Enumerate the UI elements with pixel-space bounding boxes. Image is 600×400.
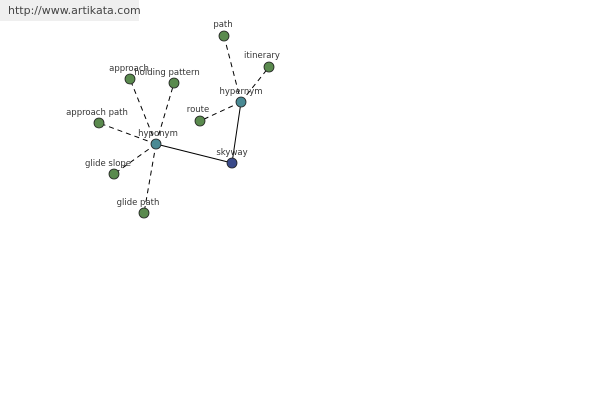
edge-hyponym-to-approach-path bbox=[98, 122, 157, 145]
node-label-itinerary: itinerary bbox=[244, 51, 280, 61]
node-label-skyway: skyway bbox=[216, 148, 247, 158]
node-label-glide-path: glide path bbox=[117, 198, 160, 208]
node-label-path: path bbox=[213, 20, 232, 30]
labels-layer: skyway hypernym hyponym path itinerary route a… bbox=[66, 20, 280, 208]
node-label-hypernym: hypernym bbox=[219, 87, 262, 97]
node-approach-path[interactable] bbox=[93, 117, 105, 129]
node-label-holding-pattern: holding pattern bbox=[134, 68, 199, 78]
node-route[interactable] bbox=[194, 115, 206, 127]
edge-hyponym-to-glide-path bbox=[143, 143, 157, 214]
node-glide-path[interactable] bbox=[138, 207, 150, 219]
node-itinerary[interactable] bbox=[263, 61, 275, 73]
edge-hypernym-to-route bbox=[199, 101, 242, 122]
edge-skyway-to-hypernym bbox=[231, 101, 242, 164]
edges-layer bbox=[98, 35, 270, 214]
node-path[interactable] bbox=[218, 30, 230, 42]
nodes-layer bbox=[93, 30, 275, 219]
node-label-approach: approach bbox=[109, 64, 149, 74]
node-label-approach-path: approach path bbox=[66, 108, 128, 118]
edge-hypernym-to-itinerary bbox=[240, 66, 270, 103]
edge-hypernym-to-path bbox=[223, 35, 242, 103]
source-link[interactable]: http://www.artikata.com bbox=[0, 0, 141, 21]
edge-hyponym-to-approach bbox=[129, 78, 157, 145]
node-label-route: route bbox=[187, 105, 209, 115]
node-skyway[interactable] bbox=[226, 157, 238, 169]
node-hypernym[interactable] bbox=[235, 96, 247, 108]
node-label-hyponym: hyponym bbox=[138, 129, 178, 139]
node-holding-pattern[interactable] bbox=[168, 77, 180, 89]
node-hyponym[interactable] bbox=[150, 138, 162, 150]
node-approach[interactable] bbox=[124, 73, 136, 85]
edge-skyway-to-hyponym bbox=[155, 143, 233, 164]
node-label-glide-slope: glide slope bbox=[85, 159, 131, 169]
node-glide-slope[interactable] bbox=[108, 168, 120, 180]
edge-hyponym-to-holding-pattern bbox=[155, 82, 175, 145]
